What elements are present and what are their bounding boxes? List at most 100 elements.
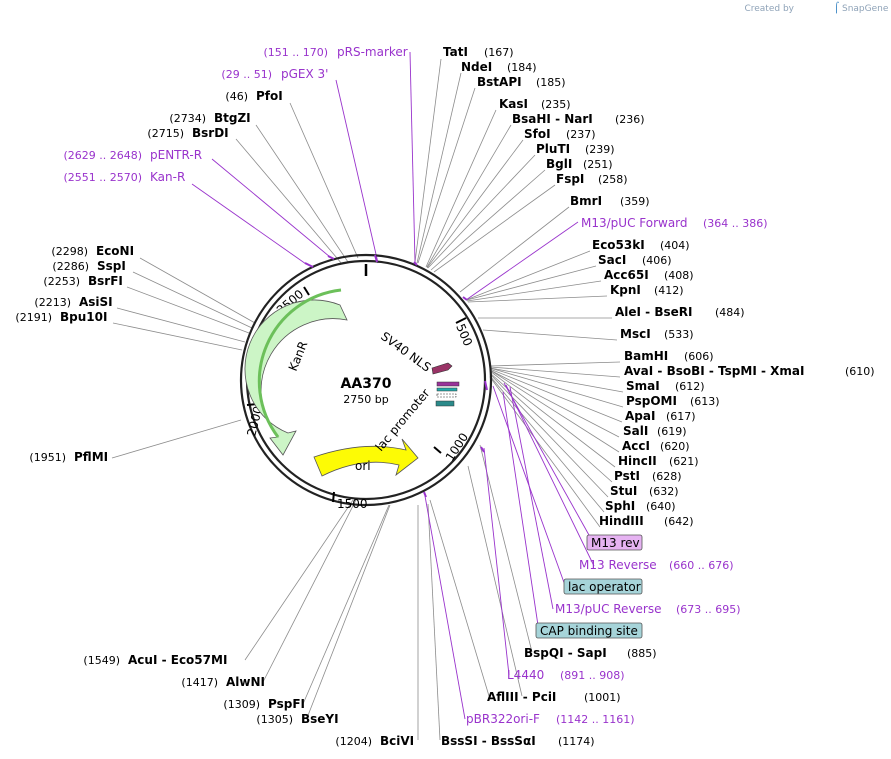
lac-operator-box[interactable]: lac operator bbox=[563, 578, 643, 595]
site-pos: (613) bbox=[690, 395, 720, 408]
site-name[interactable]: Acc65I bbox=[604, 268, 649, 282]
primer-range: (364 .. 386) bbox=[703, 217, 768, 230]
site-name[interactable]: AcuI - Eco57MI bbox=[128, 653, 227, 667]
leader-lines bbox=[111, 58, 624, 741]
primer-name[interactable]: pGEX 3' bbox=[281, 67, 328, 81]
site-name[interactable]: AccI bbox=[622, 439, 650, 453]
site-name[interactable]: NdeI bbox=[461, 60, 492, 74]
feature-mcs-stack bbox=[435, 381, 460, 407]
site-pos: (46) bbox=[225, 90, 248, 103]
sv40-nls-label: SV40 NLS bbox=[378, 329, 433, 375]
site-name[interactable]: SspI bbox=[97, 259, 126, 273]
site-pos: (1204) bbox=[335, 735, 372, 748]
kanr-label: KanR bbox=[286, 339, 311, 373]
tick-label-1500: 1500 bbox=[337, 497, 368, 511]
primer-name[interactable]: pRS-marker bbox=[337, 45, 408, 59]
site-name[interactable]: BsrFI bbox=[88, 274, 123, 288]
site-name[interactable]: SmaI bbox=[626, 379, 660, 393]
site-pos: (236) bbox=[615, 113, 645, 126]
site-name[interactable]: StuI bbox=[610, 484, 637, 498]
site-name[interactable]: PspFI bbox=[268, 697, 305, 711]
site-name[interactable]: PfoI bbox=[256, 89, 283, 103]
site-pos: (1417) bbox=[181, 676, 218, 689]
site-name[interactable]: BssSI - BssSαI bbox=[441, 734, 536, 748]
sites-bottom: (1549) AcuI - Eco57MI (1417) AlwNI (1309… bbox=[83, 653, 414, 748]
site-name[interactable]: Eco53kI bbox=[592, 238, 645, 252]
site-pos: (2253) bbox=[43, 275, 80, 288]
sites-right: TatI (167) NdeI (184) BstAPI (185) KasI … bbox=[441, 45, 875, 748]
primer-name[interactable]: M13/pUC Reverse bbox=[555, 602, 662, 616]
site-pos: (885) bbox=[627, 647, 657, 660]
primer-range: (29 .. 51) bbox=[221, 68, 272, 81]
site-name[interactable]: HindIII bbox=[599, 514, 644, 528]
site-name[interactable]: AleI - BseRI bbox=[615, 305, 692, 319]
feature-ori[interactable]: ori bbox=[313, 438, 419, 477]
site-name[interactable]: PspOMI bbox=[626, 394, 677, 408]
site-name[interactable]: AflIII - PciI bbox=[487, 690, 556, 704]
site-name[interactable]: HincII bbox=[618, 454, 657, 468]
site-pos: (617) bbox=[666, 410, 696, 423]
site-pos: (2286) bbox=[52, 260, 89, 273]
site-name[interactable]: PstI bbox=[614, 469, 640, 483]
site-name[interactable]: BspQI - SapI bbox=[524, 646, 607, 660]
primer-name[interactable]: M13 Reverse bbox=[579, 558, 657, 572]
site-name[interactable]: BseYI bbox=[301, 712, 339, 726]
primer-name[interactable]: Kan-R bbox=[150, 170, 185, 184]
primer-site-marks bbox=[304, 254, 488, 498]
site-name[interactable]: BglI bbox=[546, 157, 572, 171]
snapgene-logo-icon: ⌠ bbox=[834, 1, 839, 14]
site-pos: (1549) bbox=[83, 654, 120, 667]
site-name[interactable]: SacI bbox=[598, 253, 626, 267]
cap-binding-site-label: CAP binding site bbox=[540, 624, 638, 638]
m13-rev-box[interactable]: M13 rev bbox=[586, 534, 643, 551]
site-name[interactable]: AsiSI bbox=[79, 295, 113, 309]
site-pos: (2213) bbox=[34, 296, 71, 309]
site-pos: (2191) bbox=[15, 311, 52, 324]
site-name[interactable]: BstAPI bbox=[477, 75, 522, 89]
site-name[interactable]: BamHI bbox=[624, 349, 668, 363]
primer-range: (2551 .. 2570) bbox=[63, 171, 142, 184]
site-name[interactable]: BsrDI bbox=[192, 126, 229, 140]
site-name[interactable]: Bpu10I bbox=[60, 310, 107, 324]
site-name[interactable]: KpnI bbox=[610, 283, 641, 297]
primer-name[interactable]: L4440 bbox=[507, 668, 544, 682]
site-name[interactable]: PluTI bbox=[536, 142, 570, 156]
kanr-outer-band bbox=[257, 288, 342, 438]
site-pos: (484) bbox=[715, 306, 745, 319]
site-name[interactable]: TatI bbox=[443, 45, 468, 59]
site-pos: (408) bbox=[664, 269, 694, 282]
plasmid-length: 2750 bp bbox=[343, 393, 388, 406]
site-pos: (237) bbox=[566, 128, 596, 141]
site-pos: (167) bbox=[484, 46, 514, 59]
site-name[interactable]: EcoNI bbox=[96, 244, 134, 258]
cap-binding-site-box[interactable]: CAP binding site bbox=[535, 622, 643, 639]
plasmid-center-label: AA370 2750 bp bbox=[341, 376, 392, 406]
site-name[interactable]: FspI bbox=[556, 172, 584, 186]
primers-right: M13/pUC Forward (364 .. 386) M13 Reverse… bbox=[466, 216, 768, 726]
site-name[interactable]: AlwNI bbox=[226, 675, 265, 689]
site-name[interactable]: SfoI bbox=[524, 127, 551, 141]
primer-name[interactable]: pENTR-R bbox=[150, 148, 202, 162]
site-pos: (640) bbox=[646, 500, 676, 513]
site-pos: (1001) bbox=[584, 691, 621, 704]
site-name[interactable]: MscI bbox=[620, 327, 651, 341]
site-name[interactable]: SalI bbox=[623, 424, 648, 438]
site-name[interactable]: AvaI - BsoBI - TspMI - XmaI bbox=[624, 364, 804, 378]
primer-name[interactable]: M13/pUC Forward bbox=[581, 216, 688, 230]
site-pos: (235) bbox=[541, 98, 571, 111]
tick-label-1000: 1000 bbox=[443, 430, 471, 463]
feature-sv40-nls[interactable]: SV40 NLS bbox=[378, 329, 453, 375]
site-name[interactable]: ApaI bbox=[625, 409, 655, 423]
site-name[interactable]: BciVI bbox=[380, 734, 414, 748]
primer-leader-lines bbox=[191, 51, 595, 720]
primer-name[interactable]: pBR322ori-F bbox=[466, 712, 540, 726]
site-name[interactable]: BmrI bbox=[570, 194, 602, 208]
primers-left: (151 .. 170) pRS-marker (29 .. 51) pGEX … bbox=[63, 45, 407, 184]
site-name[interactable]: BtgZI bbox=[214, 111, 251, 125]
site-name[interactable]: SphI bbox=[605, 499, 635, 513]
site-pos: (632) bbox=[649, 485, 679, 498]
site-pos: (2715) bbox=[147, 127, 184, 140]
site-name[interactable]: BsaHI - NarI bbox=[512, 112, 593, 126]
site-name[interactable]: KasI bbox=[499, 97, 528, 111]
site-name[interactable]: PflMI bbox=[74, 450, 108, 464]
